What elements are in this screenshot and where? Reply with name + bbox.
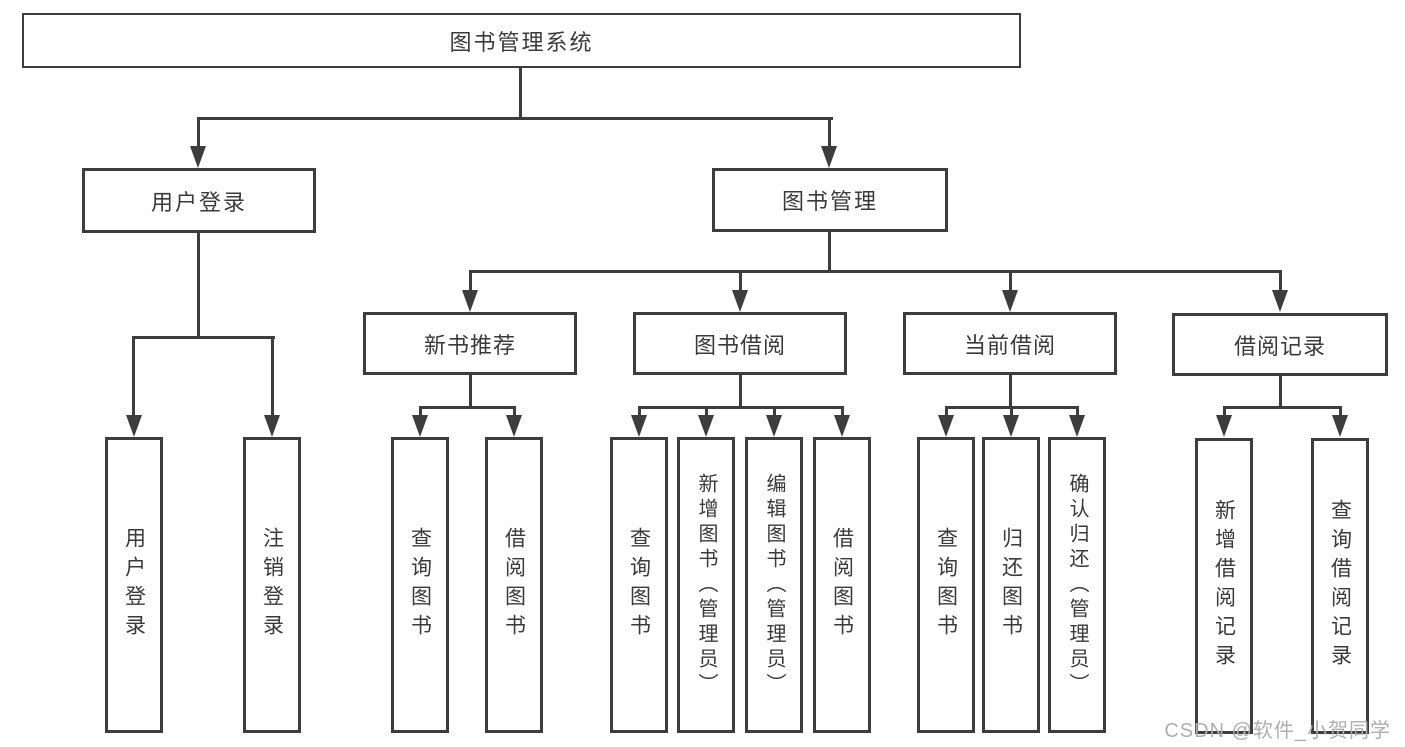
node-label: 新书推荐 bbox=[423, 332, 516, 358]
connector-line bbox=[828, 117, 831, 148]
arrow-down-icon bbox=[462, 290, 478, 312]
connector-line bbox=[513, 406, 516, 417]
connector-line bbox=[773, 406, 776, 417]
leaf-label: 查询图书 bbox=[934, 527, 958, 643]
connector-line bbox=[638, 406, 844, 409]
arrow-down-icon bbox=[412, 415, 428, 437]
leaf-label: 归还图书 bbox=[999, 527, 1023, 643]
leaf-query-books: 查询图书 bbox=[610, 437, 668, 733]
node-book-management: 图书管理 bbox=[712, 168, 948, 232]
node-label: 当前借阅 bbox=[963, 332, 1056, 358]
connector-line bbox=[197, 117, 833, 120]
leaf-label: 确认归还（管理员） bbox=[1066, 472, 1088, 698]
connector-line bbox=[1010, 406, 1013, 417]
leaf-label: 查询图书 bbox=[627, 527, 651, 643]
leaf-query-books: 查询图书 bbox=[391, 437, 449, 733]
arrow-down-icon bbox=[1272, 290, 1288, 312]
connector-line bbox=[1009, 270, 1012, 292]
arrow-down-icon bbox=[506, 415, 522, 437]
leaf-label: 借阅图书 bbox=[830, 527, 854, 643]
connector-line bbox=[1076, 406, 1079, 417]
leaf-label: 查询图书 bbox=[408, 527, 432, 643]
leaf-query-books: 查询图书 bbox=[917, 437, 975, 733]
arrow-down-icon bbox=[190, 146, 206, 168]
connector-line bbox=[705, 406, 708, 417]
connector-line bbox=[841, 406, 844, 417]
connector-line bbox=[1223, 406, 1226, 417]
connector-line bbox=[519, 68, 522, 118]
leaf-query-borrow-record: 查询借阅记录 bbox=[1311, 438, 1369, 734]
arrow-down-icon bbox=[631, 415, 647, 437]
node-user-login: 用户登录 bbox=[82, 168, 316, 233]
connector-line bbox=[469, 270, 1282, 273]
connector-line bbox=[271, 336, 274, 417]
leaf-label: 编辑图书（管理员） bbox=[763, 472, 785, 698]
leaf-add-borrow-record: 新增借阅记录 bbox=[1195, 438, 1253, 734]
leaf-label: 注销登录 bbox=[260, 527, 284, 643]
connector-line bbox=[739, 270, 742, 292]
connector-line bbox=[132, 336, 135, 417]
connector-line bbox=[945, 406, 948, 417]
connector-line bbox=[419, 406, 516, 409]
arrow-down-icon bbox=[834, 415, 850, 437]
arrow-down-icon bbox=[938, 415, 954, 437]
arrow-down-icon bbox=[1003, 415, 1019, 437]
leaf-label: 用户登录 bbox=[122, 527, 146, 643]
node-new-book-recommend: 新书推荐 bbox=[363, 312, 577, 375]
arrow-down-icon bbox=[821, 146, 837, 168]
connector-line bbox=[1223, 406, 1342, 409]
node-label: 图书借阅 bbox=[693, 332, 786, 358]
leaf-label: 借阅图书 bbox=[502, 527, 526, 643]
node-borrow-records: 借阅记录 bbox=[1172, 313, 1388, 376]
arrow-down-icon bbox=[1069, 415, 1085, 437]
arrow-down-icon bbox=[732, 290, 748, 312]
connector-line bbox=[197, 117, 200, 148]
leaf-label: 新增图书（管理员） bbox=[695, 472, 717, 698]
node-label: 用户登录 bbox=[150, 189, 247, 215]
connector-line bbox=[469, 270, 472, 292]
connector-line bbox=[828, 232, 831, 273]
leaf-logout: 注销登录 bbox=[243, 437, 301, 733]
leaf-add-books-admin: 新增图书（管理员） bbox=[677, 437, 735, 733]
node-label: 图书管理系统 bbox=[449, 29, 594, 55]
connector-line bbox=[739, 375, 742, 409]
connector-line bbox=[1339, 406, 1342, 417]
arrow-down-icon bbox=[1216, 415, 1232, 437]
arrow-down-icon bbox=[1332, 415, 1348, 437]
connector-line bbox=[1009, 375, 1012, 409]
connector-line bbox=[197, 233, 200, 339]
node-label: 借阅记录 bbox=[1233, 333, 1326, 359]
connector-line bbox=[419, 406, 422, 417]
node-book-management-system: 图书管理系统 bbox=[22, 13, 1021, 68]
arrow-down-icon bbox=[264, 415, 280, 437]
leaf-label: 查询借阅记录 bbox=[1328, 499, 1352, 673]
leaf-label: 新增借阅记录 bbox=[1212, 499, 1236, 673]
leaf-confirm-return-admin: 确认归还（管理员） bbox=[1048, 437, 1106, 733]
leaf-user-login: 用户登录 bbox=[105, 437, 163, 733]
arrow-down-icon bbox=[766, 415, 782, 437]
arrow-down-icon bbox=[126, 415, 142, 437]
leaf-edit-books-admin: 编辑图书（管理员） bbox=[745, 437, 803, 733]
connector-line bbox=[1279, 270, 1282, 292]
leaf-return-books: 归还图书 bbox=[982, 437, 1040, 733]
node-label: 图书管理 bbox=[781, 189, 878, 214]
arrow-down-icon bbox=[1002, 290, 1018, 312]
leaf-borrow-books: 借阅图书 bbox=[485, 437, 543, 733]
node-book-borrow: 图书借阅 bbox=[633, 312, 847, 375]
connector-line bbox=[469, 375, 472, 409]
connector-line bbox=[1279, 376, 1282, 409]
leaf-borrow-books: 借阅图书 bbox=[813, 437, 871, 733]
node-current-borrow: 当前借阅 bbox=[903, 312, 1117, 375]
connector-line bbox=[132, 336, 275, 339]
connector-line bbox=[638, 406, 641, 417]
csdn-watermark: CSDN @软件_小贺同学 bbox=[1164, 720, 1391, 742]
arrow-down-icon bbox=[698, 415, 714, 437]
